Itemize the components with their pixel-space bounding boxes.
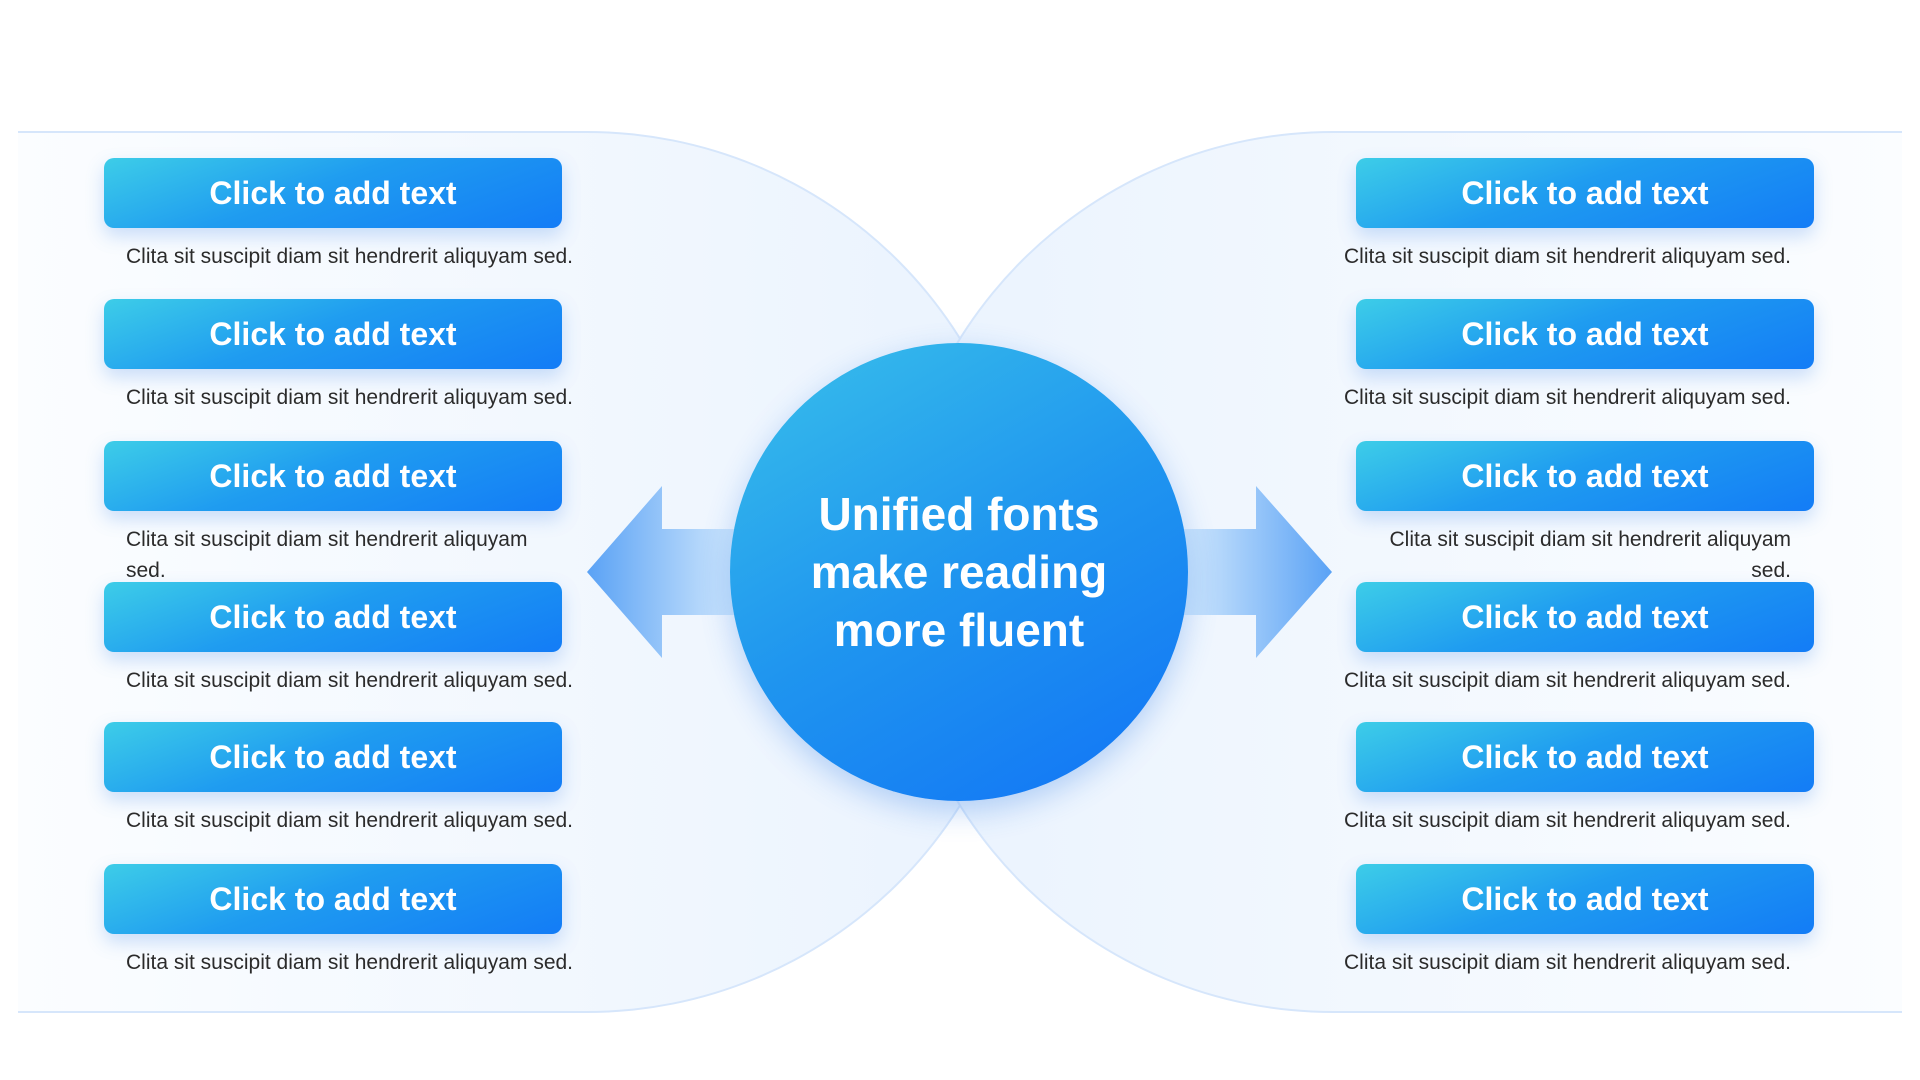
left-item-button[interactable]: Click to add text [104,582,562,652]
right-item-button[interactable]: Click to add text [1356,864,1814,934]
right-item-description: Clita sit suscipit diam sit hendrerit al… [1343,809,1791,832]
right-item-button[interactable]: Click to add text [1356,722,1814,792]
left-arrow-icon [587,486,740,658]
right-item-description: Clita sit suscipit diam sit hendrerit al… [1343,245,1791,268]
right-arrow-icon [1180,486,1332,658]
left-item-button[interactable]: Click to add text [104,441,562,511]
right-item-button[interactable]: Click to add text [1356,299,1814,369]
left-item-description: Clita sit suscipit diam sit hendrerit al… [126,809,574,832]
right-item-button[interactable]: Click to add text [1356,158,1814,228]
left-item-description: Clita sit suscipit diam sit hendrerit al… [126,386,574,409]
left-item-button[interactable]: Click to add text [104,864,562,934]
right-item-button[interactable]: Click to add text [1356,441,1814,511]
left-item-button[interactable]: Click to add text [104,722,562,792]
left-item-description: Clita sit suscipit diam sit hendrerit al… [126,669,574,692]
center-circle[interactable]: Unified fonts make reading more fluent [730,343,1188,801]
right-item-description: Clita sit suscipit diam sit hendrerit al… [1343,386,1791,409]
left-item-description: Clita sit suscipit diam sit hendrerit al… [126,245,574,268]
left-item-button[interactable]: Click to add text [104,299,562,369]
left-item-description: Clita sit suscipit diam sit hendrerit al… [126,528,528,582]
right-item-description: Clita sit suscipit diam sit hendrerit al… [1343,951,1791,974]
center-title: Unified fonts make reading more fluent [810,488,1108,656]
left-item-description: Clita sit suscipit diam sit hendrerit al… [126,951,574,974]
left-item-button[interactable]: Click to add text [104,158,562,228]
right-item-button[interactable]: Click to add text [1356,582,1814,652]
right-item-description: Clita sit suscipit diam sit hendrerit al… [1343,669,1791,692]
right-item-description: Clita sit suscipit diam sit hendrerit al… [1389,528,1791,582]
